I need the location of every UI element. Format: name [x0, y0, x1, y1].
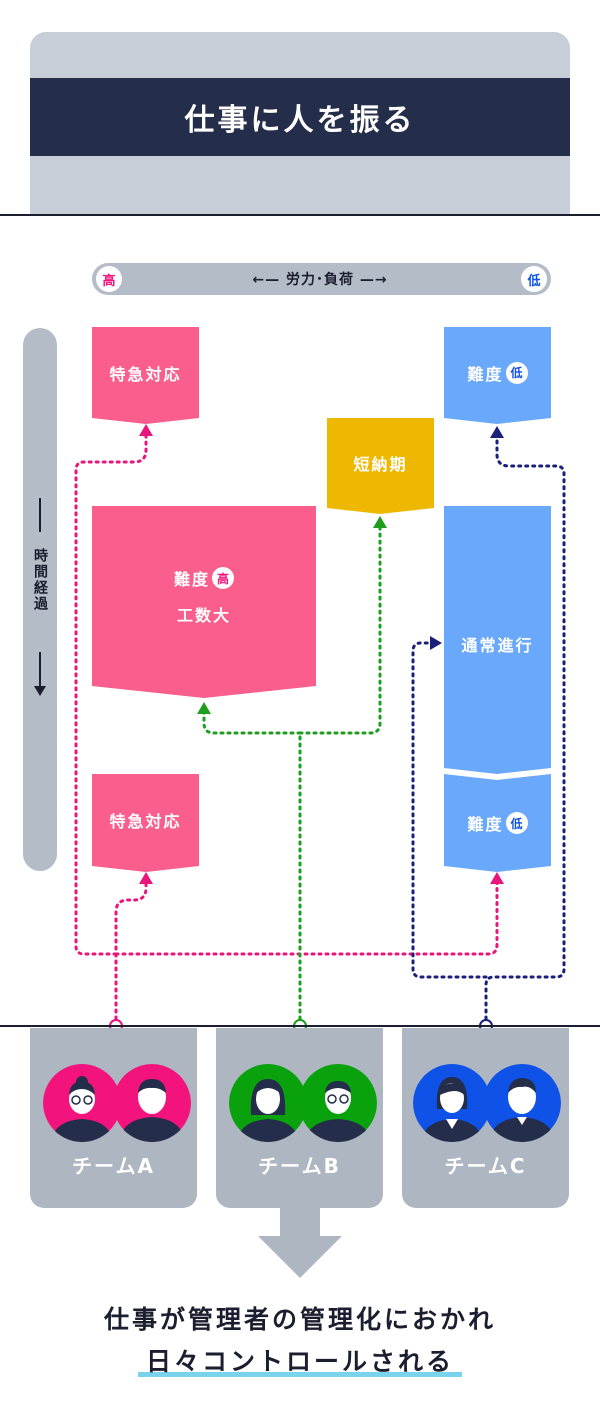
team-b-connector-short-deadline: [298, 526, 382, 735]
divider-top: [0, 214, 600, 216]
team-b-arrow-up-icon: [197, 702, 211, 714]
time-axis-bar: [23, 328, 57, 871]
big-task-line1: 難度: [173, 570, 210, 589]
team-a-label: チームA: [72, 1154, 155, 1178]
normal-task-shape: [444, 506, 551, 774]
time-axis-arrow-icon: [34, 652, 46, 696]
team-c-member-1-avatar: [413, 1064, 491, 1142]
hard-low-2-shape: [444, 774, 551, 872]
big-task: 難度 高 工数大: [92, 506, 316, 686]
team-a-connector-hard-low-2: [114, 878, 499, 956]
conclusion-line-2: 日々コントロールされる: [145, 1347, 454, 1376]
big-task-badge: 高: [212, 567, 234, 589]
hard-low-1-shape: [444, 327, 551, 424]
time-axis-top-line: [39, 498, 41, 532]
urgent-task-1-label: 特急対応: [109, 364, 182, 384]
hard-low-2-badge: 低: [505, 812, 528, 834]
down-arrow-icon: [258, 1200, 342, 1278]
time-axis-label: 時間経過: [32, 548, 48, 612]
team-b-arrow-up-icon-2: [373, 516, 387, 528]
urgent-task-2: 特急対応: [92, 774, 199, 866]
urgent-task-2-label: 特急対応: [109, 812, 182, 831]
team-b-label: チームB: [258, 1154, 341, 1178]
normal-task-label: 通常進行: [461, 636, 534, 655]
hard-low-task-2: 難度 低: [444, 780, 551, 866]
short-deadline-label: 短納期: [353, 455, 408, 474]
team-a-avatars: [43, 1064, 191, 1142]
team-c-connector-normal: [411, 641, 488, 979]
team-b-member-1-avatar: [229, 1064, 307, 1142]
team-c-label: チームC: [444, 1154, 527, 1178]
divider-bottom: [0, 1025, 600, 1027]
urgent-task-1: 特急対応: [92, 327, 199, 418]
team-b-member-2-avatar: [299, 1064, 377, 1142]
team-a-arrow-up-icon-3: [490, 872, 504, 884]
urgent-task-1-shape: [92, 327, 199, 424]
team-a-member-2-avatar: [113, 1064, 191, 1142]
effort-low-badge: 低: [521, 266, 547, 292]
team-a-arrow-up-icon: [139, 424, 153, 436]
normal-task: 通常進行: [444, 506, 551, 782]
big-task-line2: 工数大: [176, 606, 231, 625]
team-c-arrow-right-icon: [430, 636, 442, 650]
short-deadline-shape: [327, 418, 434, 514]
hard-low-1-badge: 低: [505, 361, 528, 384]
hard-low-2-label: 難度: [467, 815, 504, 834]
big-task-shape: [92, 506, 316, 698]
urgent-task-2-shape: [92, 774, 199, 872]
effort-axis-label: ←— 労力･負荷 —→: [252, 272, 388, 288]
conclusion-underline: [138, 1372, 462, 1377]
team-a-connector-urgent-2: [114, 878, 148, 1028]
team-c-avatars: [413, 1064, 561, 1142]
effort-high-badge: 高: [96, 266, 122, 292]
page-title: 仕事に人を振る: [30, 78, 570, 156]
hard-low-task-1: 難度 低: [444, 327, 551, 418]
short-deadline-task: 短納期: [327, 418, 434, 508]
hard-low-1-label: 難度: [467, 364, 504, 384]
team-a-member-1-avatar: [43, 1064, 121, 1142]
conclusion-line-1: 仕事が管理者の管理化におかれ: [103, 1305, 496, 1334]
effort-axis-bar: [92, 263, 551, 295]
team-b-avatars: [229, 1064, 377, 1142]
team-b-connector-big-task: [202, 710, 302, 735]
team-c-member-2-avatar: [483, 1064, 561, 1142]
team-a-arrow-up-icon-2: [139, 872, 153, 884]
team-a-connector-loop: [74, 430, 148, 956]
team-c-arrow-up-icon: [490, 426, 504, 438]
team-c-connector-main: [484, 434, 566, 1028]
